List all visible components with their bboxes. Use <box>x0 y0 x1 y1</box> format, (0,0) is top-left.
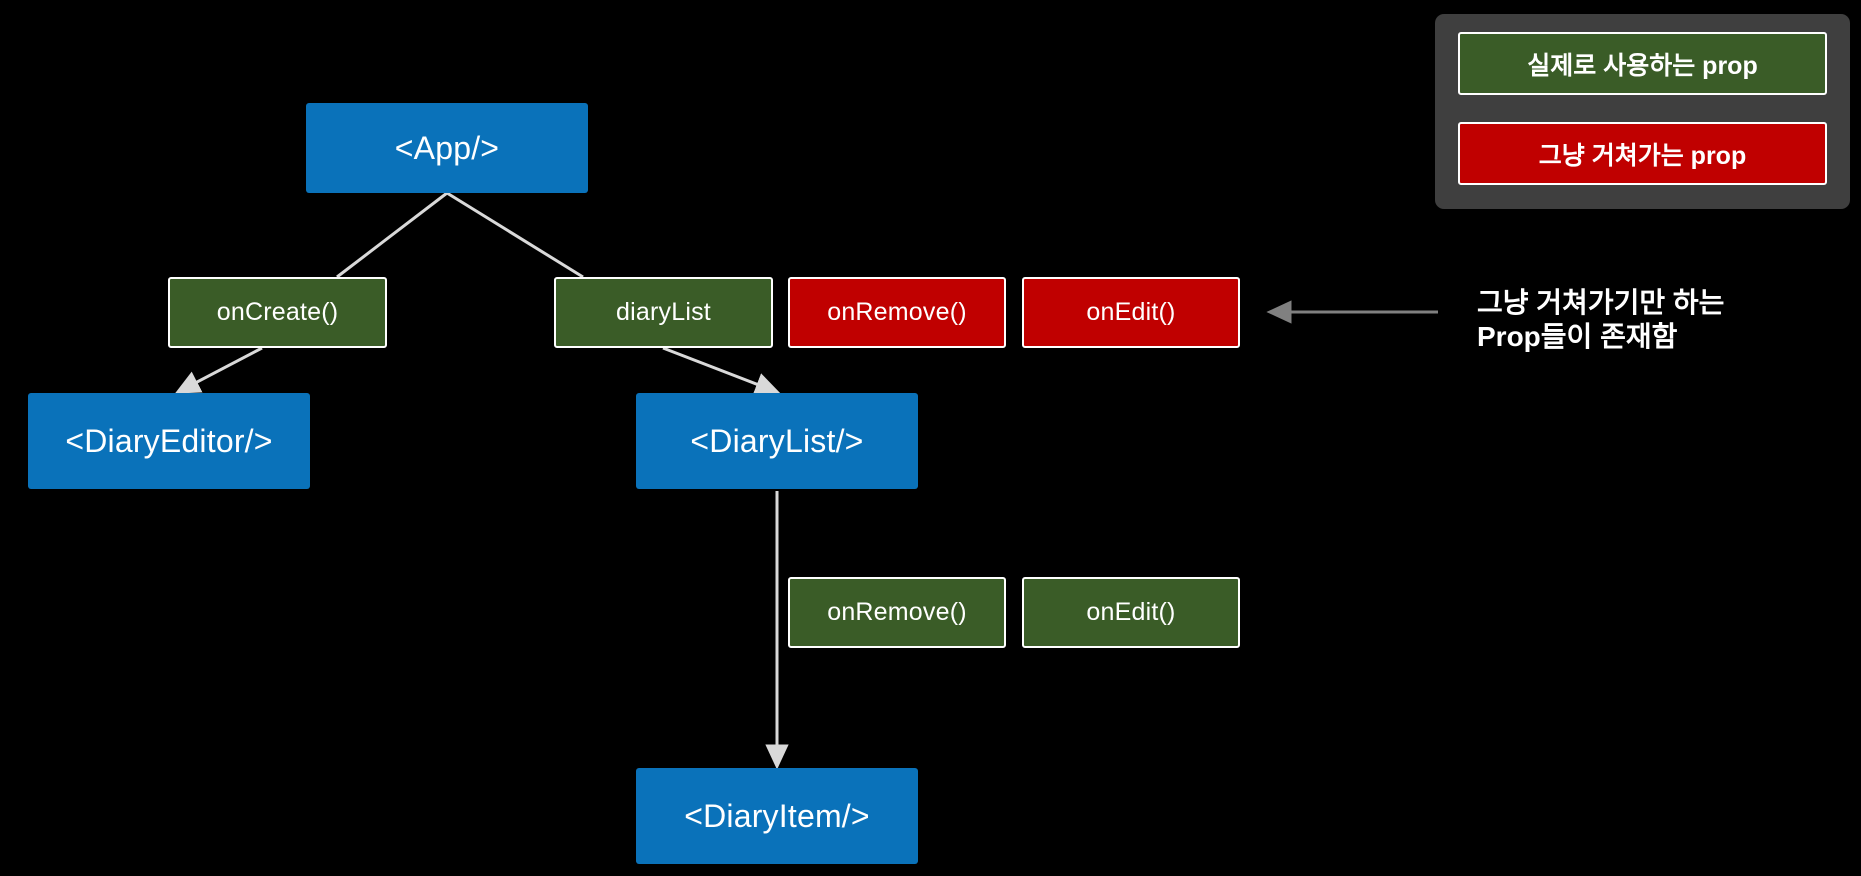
edge-app-to-oncreate <box>336 191 448 279</box>
edge-diarylistprop-to-diarylist <box>662 346 781 396</box>
node-diary-editor[interactable]: <DiaryEditor/> <box>28 393 310 489</box>
node-prop-oncreate[interactable]: onCreate() <box>168 277 387 348</box>
annotation-text: 그냥 거쳐가기만 하는 Prop들이 존재함 <box>1477 287 1725 353</box>
node-prop-onedit-used[interactable]: onEdit() <box>1022 577 1240 648</box>
legend-item-used-prop: 실제로 사용하는 prop <box>1458 32 1827 95</box>
edge-oncreate-to-diaryeditor <box>174 346 263 394</box>
legend-item-passthrough-prop: 그냥 거쳐가는 prop <box>1458 122 1827 185</box>
legend-panel: 실제로 사용하는 prop 그냥 거쳐가는 prop <box>1435 14 1850 209</box>
node-prop-onedit-passthrough[interactable]: onEdit() <box>1022 277 1240 348</box>
node-diary-list[interactable]: <DiaryList/> <box>636 393 918 489</box>
node-prop-diarylist[interactable]: diaryList <box>554 277 773 348</box>
node-prop-onremove-used[interactable]: onRemove() <box>788 577 1006 648</box>
node-diary-item[interactable]: <DiaryItem/> <box>636 768 918 864</box>
edge-app-to-diarylist-prop <box>446 191 584 279</box>
node-app[interactable]: <App/> <box>306 103 588 193</box>
node-prop-onremove-passthrough[interactable]: onRemove() <box>788 277 1006 348</box>
